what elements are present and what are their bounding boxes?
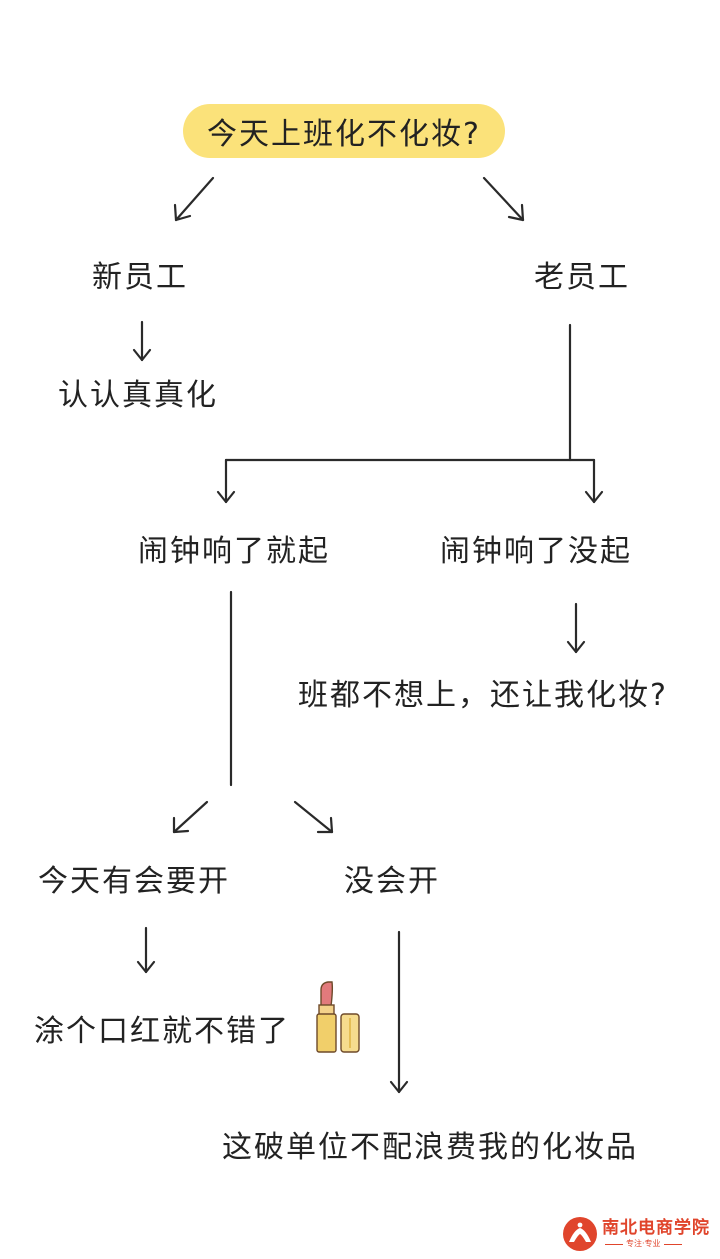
brand-subtitle: 专注·专业 (602, 1240, 710, 1248)
arrow-root-to-new (173, 176, 215, 222)
node-new-result: 认认真真化 (58, 378, 218, 413)
node-meeting-result: 涂个口红就不错了 (34, 1014, 290, 1049)
lipstick-icon (316, 981, 360, 1053)
node-old-employee: 老员工 (534, 260, 630, 295)
arrow-to-no-meeting (293, 800, 334, 834)
arrow-not-up-to-result (566, 602, 586, 654)
node-new-employee: 新员工 (92, 260, 188, 295)
arrow-to-got-up (216, 458, 236, 504)
brand-mark-icon (563, 1217, 597, 1251)
arrow-no-meeting-to-result (389, 930, 409, 1094)
node-not-up-result: 班都不想上，还让我化妆? (298, 678, 668, 713)
brand-logo: 南北电商学院 专注·专业 (562, 1210, 718, 1258)
arrow-to-not-up (584, 458, 604, 504)
root-question-badge: 今天上班化不化妆? (183, 104, 505, 158)
node-alarm-got-up: 闹钟响了就起 (138, 534, 330, 569)
node-no-meeting: 没会开 (344, 864, 440, 899)
arrow-new-to-result (132, 320, 152, 362)
arrow-meeting-to-result (136, 926, 156, 974)
node-alarm-not-up: 闹钟响了没起 (440, 534, 632, 569)
arrow-root-to-old (482, 176, 525, 222)
arrow-to-has-meeting (172, 800, 209, 834)
brand-title: 南北电商学院 (602, 1218, 710, 1238)
node-no-meeting-result: 这破单位不配浪费我的化妆品 (222, 1130, 638, 1165)
root-question: 今天上班化不化妆? (207, 117, 481, 152)
node-has-meeting: 今天有会要开 (38, 864, 230, 899)
